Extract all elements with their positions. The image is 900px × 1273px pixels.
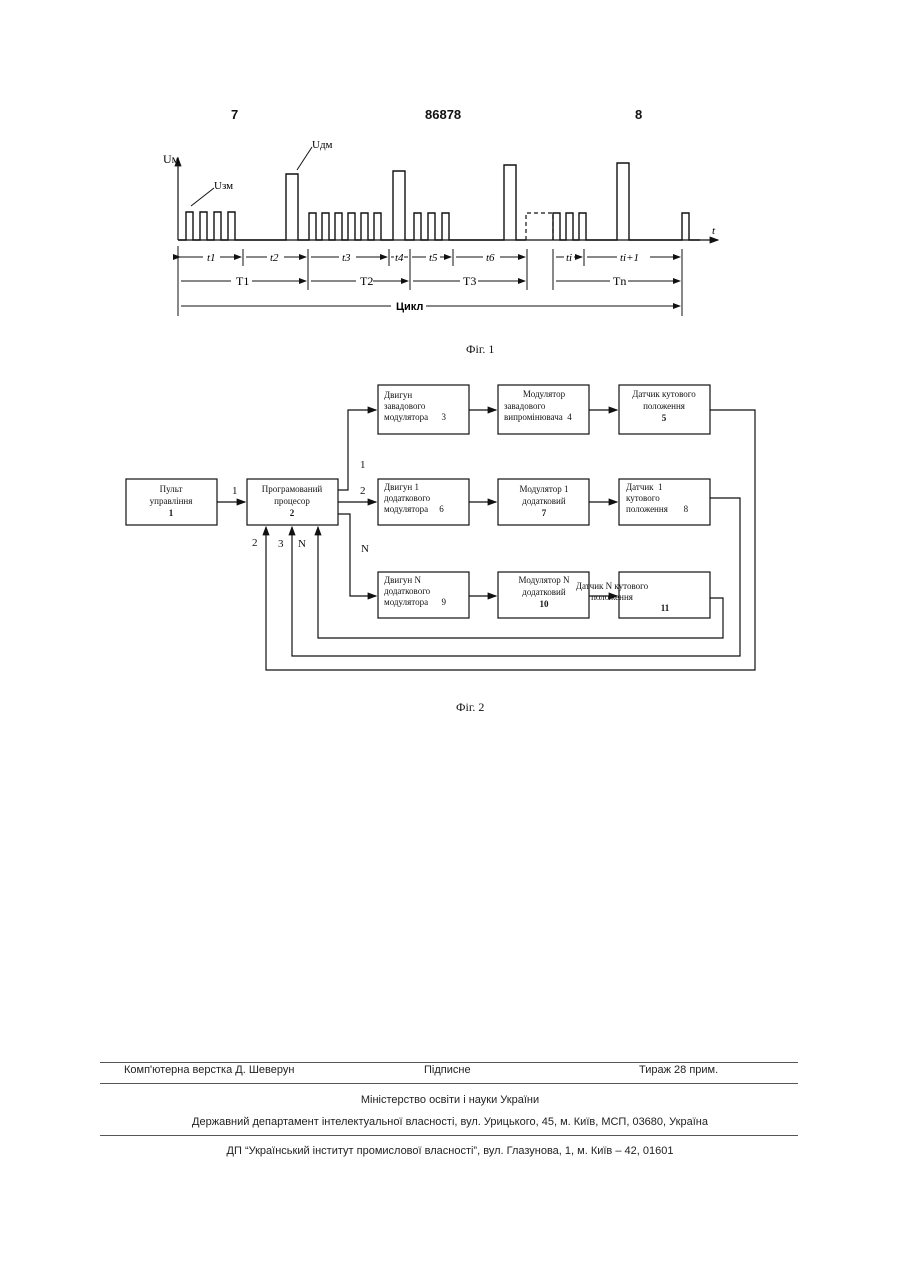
noise-pulse-label: Uзм xyxy=(214,180,233,192)
block-4-line2: завадового xyxy=(504,401,546,411)
interval-t5: t5 xyxy=(429,252,438,264)
block-9-line1: Двигун N xyxy=(384,575,421,585)
block-5-line2: положення xyxy=(643,401,685,411)
block-5-line1: Датчик кутового xyxy=(632,389,696,399)
interval-t2: t2 xyxy=(270,252,279,264)
block-8-line3: положення 8 xyxy=(626,504,689,514)
line-label-fb2: 2 xyxy=(252,537,258,549)
period-T3: T3 xyxy=(463,274,476,288)
interval-t6: t6 xyxy=(486,252,495,264)
fig2-block-diagram: Пульт управління 1 Програмований процесо… xyxy=(0,370,900,710)
pulse-waveform xyxy=(178,165,526,240)
footer-divider-middle xyxy=(100,1083,798,1084)
interval-t4: t4 xyxy=(395,252,404,264)
interval-t3: t3 xyxy=(342,252,351,264)
x-axis-label: t xyxy=(712,225,716,237)
department: Державний департамент інтелектуальної вл… xyxy=(0,1116,900,1128)
extra-pulse-label: Uдм xyxy=(312,139,333,151)
block-3-line1: Двигун xyxy=(384,390,412,400)
block-11-line2: положення xyxy=(591,592,633,602)
block-1-line1: Пульт xyxy=(160,484,183,494)
block-5-num: 5 xyxy=(662,413,667,423)
block-9-line2: додаткового xyxy=(384,586,431,596)
cycle-label: Цикл xyxy=(396,301,423,313)
block-11-num: 11 xyxy=(661,603,670,613)
block-4-line3: випромінювача 4 xyxy=(504,412,572,422)
block-1-line2: управління xyxy=(150,496,193,506)
footer-divider-bottom xyxy=(100,1135,798,1136)
interval-ti: ti xyxy=(566,252,572,264)
line-label-in1: 1 xyxy=(232,485,238,497)
line-label-out2: 2 xyxy=(360,485,366,497)
block-8-line2: кутового xyxy=(626,493,660,503)
block-8-line1: Датчик 1 xyxy=(626,482,663,492)
ministry: Міністерство освіти і науки України xyxy=(0,1094,900,1106)
layout-credit: Комп'ютерна верстка Д. Шеверун xyxy=(124,1064,294,1076)
fig1-caption: Фіг. 1 xyxy=(466,342,494,357)
block-6-line2: додаткового xyxy=(384,493,431,503)
fig1-timing-diagram: Uм t Uзм Uдм t1 t2 t3 t4 t5 xyxy=(0,0,900,360)
line-label-fb3: 3 xyxy=(278,538,284,550)
pulse-gap-dashed xyxy=(526,213,553,240)
circulation: Тираж 28 прим. xyxy=(639,1064,718,1076)
line-label-out1: 1 xyxy=(360,459,366,471)
footer-divider-top xyxy=(100,1062,798,1063)
block-10-line1: Модулятор N xyxy=(519,575,570,585)
interval-ti1: ti+1 xyxy=(620,252,639,264)
block-1-num: 1 xyxy=(169,508,174,518)
block-3-line3: модулятора 3 xyxy=(384,412,447,422)
interval-t1: t1 xyxy=(207,252,216,264)
block-6-line1: Двигун 1 xyxy=(384,482,419,492)
block-7-line2: додатковий xyxy=(522,496,566,506)
institute: ДП “Український інститут промислової вла… xyxy=(0,1145,900,1157)
block-6-line3: модулятора 6 xyxy=(384,504,444,514)
block-9-line3: модулятора 9 xyxy=(384,597,447,607)
block-10-num: 10 xyxy=(540,599,550,609)
period-T1: T1 xyxy=(236,274,249,288)
block-10-line2: додатковий xyxy=(522,587,566,597)
pulse-waveform-end xyxy=(553,163,700,240)
block-11-line1: Датчик N кутового xyxy=(576,581,649,591)
block-7-num: 7 xyxy=(542,508,547,518)
period-T2: T2 xyxy=(360,274,373,288)
block-7-line1: Модулятор 1 xyxy=(520,484,569,494)
block-2-line2: процесор xyxy=(274,496,310,506)
signed-label: Підписне xyxy=(424,1064,471,1076)
block-3-line2: завадового xyxy=(384,401,426,411)
y-axis-label: Uм xyxy=(163,152,180,166)
line-label-outN: N xyxy=(361,543,369,555)
line-label-fbN: N xyxy=(298,538,306,550)
block-4-line1: Модулятор xyxy=(523,389,566,399)
block-2-num: 2 xyxy=(290,508,295,518)
period-Tn: Tn xyxy=(613,274,626,288)
fig2-caption: Фіг. 2 xyxy=(456,700,484,715)
block-2-line1: Програмований xyxy=(262,484,323,494)
